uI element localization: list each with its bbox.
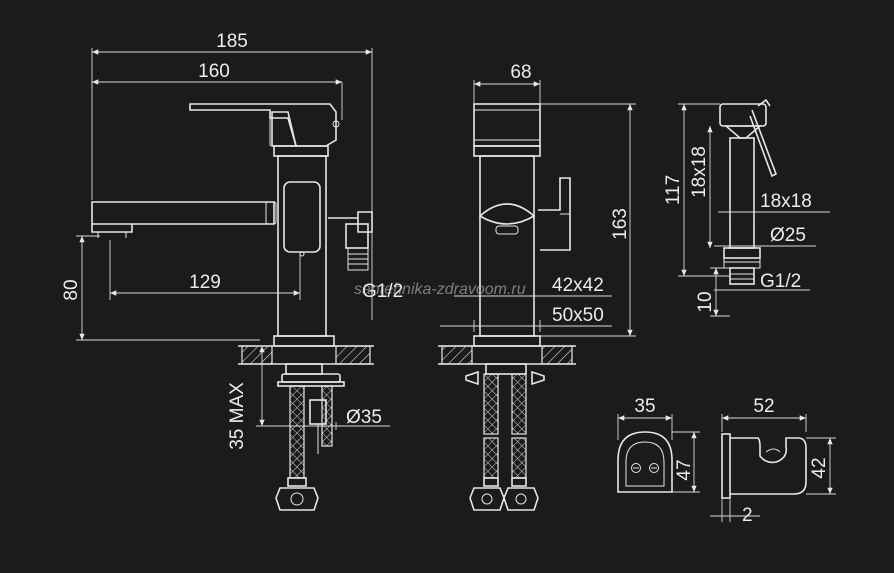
dim-max-countertop: 35 MAX xyxy=(227,382,248,450)
dim-holder-a-height: 47 xyxy=(674,459,695,480)
label-shower-thread: G1/2 xyxy=(760,271,801,292)
dim-spout-height: 80 xyxy=(61,279,82,300)
dim-spout-reach: 160 xyxy=(198,61,230,82)
dim-body-depth: 68 xyxy=(510,62,531,83)
label-thread-main: G1/2 xyxy=(362,281,403,302)
dim-body-section: 42x42 xyxy=(552,275,604,296)
dim-hole-diameter: Ø35 xyxy=(346,407,382,428)
holder-front-view: 35 47 xyxy=(617,396,700,493)
dim-spout-to-hole: 129 xyxy=(189,272,221,293)
dim-holder-a-width: 35 xyxy=(634,396,655,417)
dim-holder-b-width: 52 xyxy=(753,396,774,417)
front-view: 68 163 42x42 50x50 xyxy=(438,62,636,511)
dim-shower-thread-length: 10 xyxy=(695,291,716,312)
watermark: santehnika-zdravoom.ru xyxy=(354,281,526,298)
dim-total-width: 185 xyxy=(216,31,248,52)
dim-base-section: 50x50 xyxy=(552,305,604,326)
dim-total-height: 163 xyxy=(610,208,631,240)
hand-shower-view: 117 18x18 18x18 Ø25 G1/2 10 xyxy=(663,98,830,317)
dim-shower-diameter: Ø25 xyxy=(770,225,806,246)
dim-holder-b-height: 42 xyxy=(809,457,830,478)
dim-shower-height: 117 xyxy=(663,175,684,205)
holder-side-view: 52 42 2 xyxy=(710,396,836,526)
side-view: 185 160 129 80 35 MAX Ø35 G1/2 xyxy=(61,31,403,511)
dim-holder-b-thickness: 2 xyxy=(742,505,753,526)
dim-shower-section-horizontal: 18x18 xyxy=(760,191,812,212)
dim-shower-section-vertical: 18x18 xyxy=(689,146,710,198)
